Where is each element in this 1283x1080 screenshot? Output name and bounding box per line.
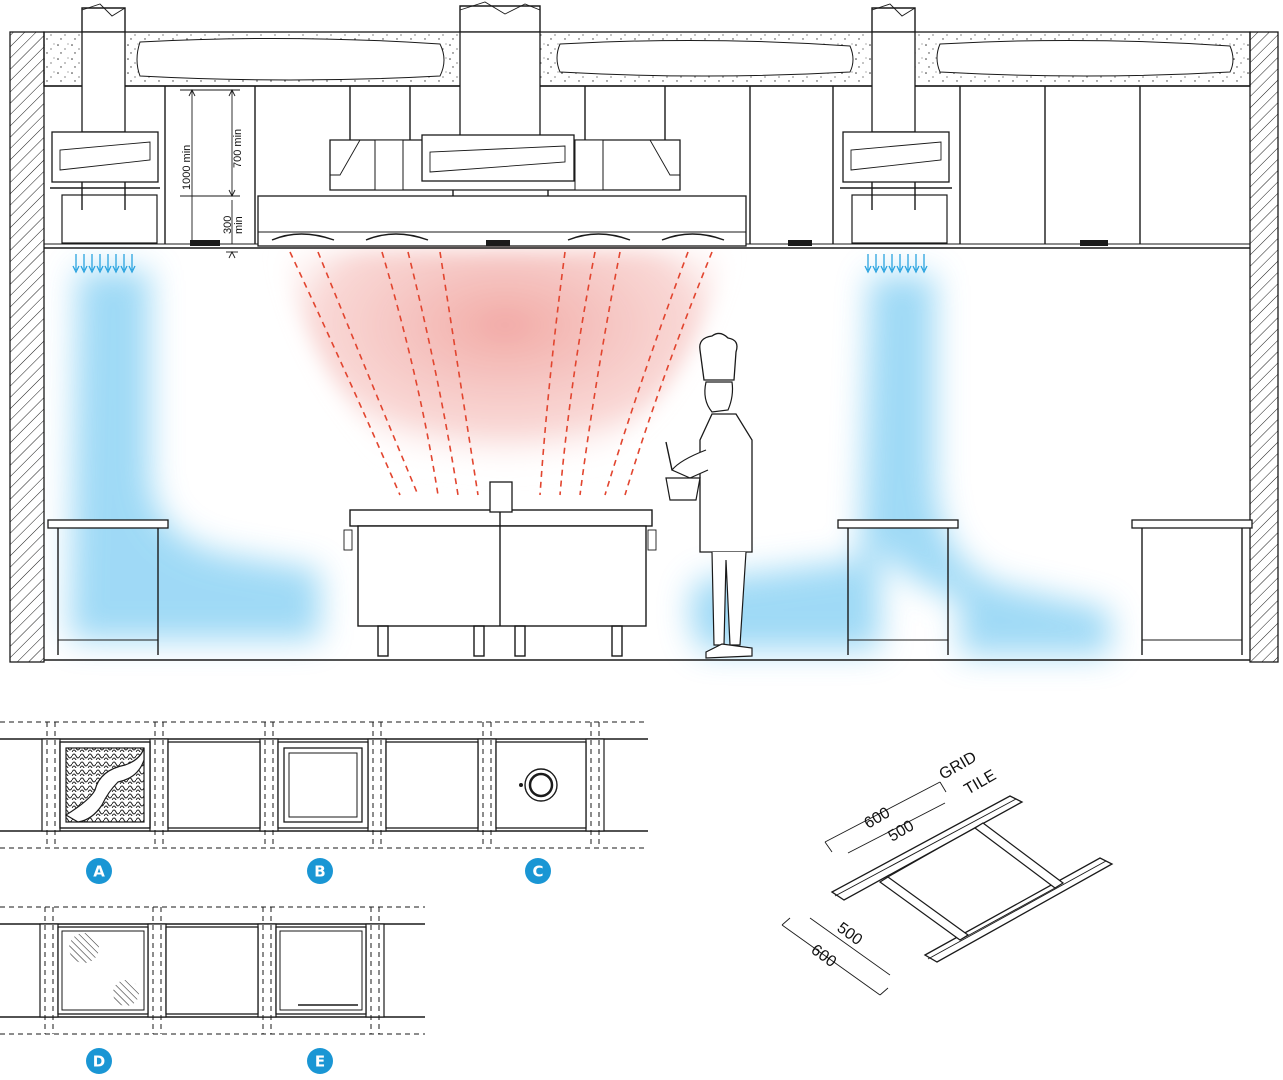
tile-plain-2 [385, 741, 479, 829]
iso-tile-label: TILE [962, 767, 1000, 799]
right-supply-duct [840, 3, 952, 244]
svg-text:C: C [532, 863, 543, 881]
badge-e: E [307, 1048, 333, 1074]
hot-air-plume [280, 250, 730, 500]
iso-top-500: 500 [886, 817, 918, 845]
cooking-range [343, 481, 657, 657]
middle-work-table [837, 519, 959, 655]
isometric-grid-detail: 600 500 GRID TILE 500 600 [781, 749, 1114, 996]
tile-plain-1 [167, 741, 261, 829]
dim-1000: 1000 min [181, 145, 193, 190]
dim-300: 300 [222, 216, 234, 234]
ceiling-lights [190, 240, 1108, 246]
left-work-table [47, 519, 169, 655]
svg-text:D: D [93, 1053, 105, 1071]
tile-a-filter [59, 741, 151, 829]
iso-side-600: 600 [808, 941, 840, 971]
right-supply-arrows [864, 254, 928, 274]
dim-300-unit: min [233, 216, 245, 234]
left-supply-arrows [72, 254, 136, 274]
tile-e-access-panel [275, 926, 367, 1015]
left-supply-duct [50, 3, 160, 244]
badge-d: D [86, 1048, 112, 1074]
tile-b-frame [277, 741, 369, 829]
central-exhaust-duct [257, 1, 747, 247]
right-work-table [1131, 519, 1253, 655]
svg-text:E: E [315, 1053, 325, 1071]
section-view: 1000 min 700 min 300 min [9, 1, 1279, 663]
left-wall [9, 31, 45, 663]
dim-700: 700 min [232, 129, 244, 168]
tile-d-glass [57, 926, 149, 1015]
concrete-slab [43, 31, 1251, 87]
chef-figure [665, 332, 753, 659]
ceiling-hangers [164, 86, 1141, 244]
tile-c-light [495, 741, 587, 829]
svg-text:A: A [93, 863, 105, 881]
right-wall [1249, 31, 1279, 663]
exhaust-nozzles [271, 233, 725, 241]
iso-side-500: 500 [834, 919, 866, 949]
badge-a: A [86, 858, 112, 884]
ceiling-plan-de [0, 906, 425, 1035]
ceiling-plan-abc [0, 721, 648, 849]
dimension-lines: 1000 min 700 min 300 min [180, 88, 245, 259]
cold-air-plumes [70, 270, 1110, 655]
badge-b: B [307, 858, 333, 884]
badge-c: C [525, 858, 551, 884]
tile-plain-3 [165, 926, 259, 1015]
svg-text:B: B [314, 863, 325, 881]
